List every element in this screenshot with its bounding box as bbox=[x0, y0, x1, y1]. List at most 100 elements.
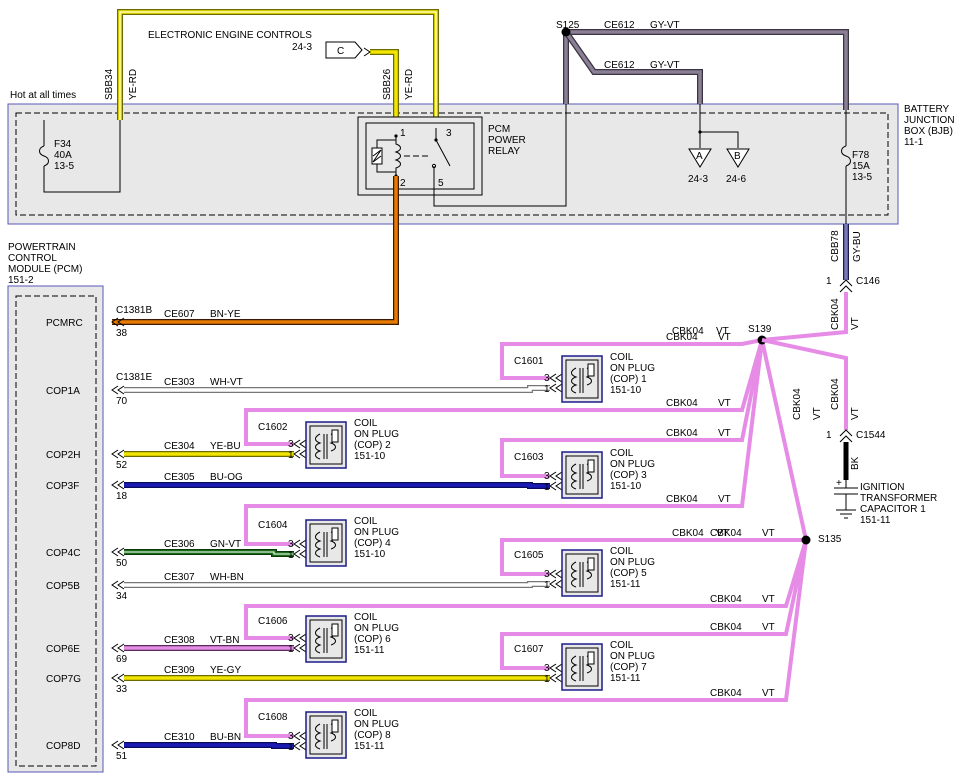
circuit-id-ce303: CE303 bbox=[164, 377, 195, 388]
pcm-pin-arrow bbox=[117, 547, 125, 557]
coil-pin-1: 1 bbox=[288, 644, 294, 655]
circuit-color-ce306: GN-VT bbox=[210, 539, 241, 550]
coil-inner-box bbox=[565, 553, 599, 593]
coil-connector-c1602: C1602 bbox=[258, 422, 288, 433]
pcm-pin-name-cop2h: COP2H bbox=[46, 450, 80, 461]
coil-plug-terminal bbox=[587, 363, 595, 377]
coil-label-line: ON PLUG bbox=[354, 527, 399, 538]
c146-pin: 1 bbox=[826, 276, 832, 287]
coil-plug-terminal bbox=[331, 719, 339, 733]
coil-label-line: (COP) 5 bbox=[610, 568, 647, 579]
coil-inner-box bbox=[565, 455, 599, 495]
coil-label-line: ON PLUG bbox=[610, 459, 655, 470]
cbk04-branch-vt: VT bbox=[762, 622, 775, 633]
sbb26-color: YE-RD bbox=[404, 69, 415, 100]
pcm-pin-name-cop1a: COP1A bbox=[46, 386, 80, 397]
coil-plug-terminal bbox=[587, 557, 595, 571]
circuit-id-ce305: CE305 bbox=[164, 472, 195, 483]
coil-inner-box bbox=[309, 523, 343, 563]
relay-label-1: PCM bbox=[488, 124, 510, 135]
cbk04-branch-label: CBK04 bbox=[666, 428, 698, 439]
pcm-box bbox=[7, 285, 104, 773]
pcm-label-1: POWERTRAIN bbox=[8, 242, 76, 253]
coil-on-plug-6 bbox=[305, 615, 347, 663]
cbk04-branch-label: CBK04 bbox=[666, 494, 698, 505]
pcm-pin-arrow bbox=[117, 480, 125, 490]
coil-connector-arrow bbox=[549, 481, 557, 491]
coil-connector-arrow bbox=[555, 471, 563, 481]
fuse-f34: F34 40A 13-5 bbox=[39, 120, 121, 193]
bjb-triangles: A B 24-3 24-6 bbox=[565, 104, 750, 206]
pcm-pin-arrow bbox=[111, 740, 119, 750]
coil-plug-terminal bbox=[331, 429, 339, 443]
ce612-b-label: CE612 bbox=[604, 60, 635, 71]
coil-label-line: COIL bbox=[354, 418, 378, 429]
pcm-pin-arrow bbox=[111, 643, 119, 653]
coil-pin-1: 1 bbox=[544, 384, 550, 395]
pcm-pin-number-cop2h: 52 bbox=[116, 460, 128, 471]
coil-primary-winding bbox=[315, 723, 322, 750]
coil-plug-terminal bbox=[587, 459, 595, 473]
coil-label-line: 151-11 bbox=[610, 579, 641, 590]
coil-connector-arrow bbox=[299, 449, 307, 459]
pcm-pin-arrow bbox=[111, 547, 119, 557]
circuit-color-ce305: BU-OG bbox=[210, 472, 243, 483]
signal-wire-core bbox=[124, 582, 550, 587]
pcm-pin-number-cop3f: 18 bbox=[116, 491, 128, 502]
coil-label-line: 151-11 bbox=[354, 741, 385, 752]
cbk04-branch-cop-2 bbox=[244, 339, 764, 446]
cbk04-branch-cop-3 bbox=[500, 339, 764, 478]
coil-box bbox=[561, 549, 603, 597]
cbk04-branch-label: CBK04 bbox=[710, 594, 742, 605]
coil-box bbox=[305, 421, 347, 469]
circuit-color-ce304: YE-BU bbox=[210, 441, 241, 452]
pcm-pin-number-cop1a: 70 bbox=[116, 396, 128, 407]
coil-core bbox=[579, 368, 584, 393]
pcm-inner-dashed bbox=[15, 295, 97, 767]
coil-core bbox=[323, 532, 328, 557]
cbk04-branch-vt: VT bbox=[718, 494, 731, 505]
coil-connector-arrow bbox=[293, 633, 301, 643]
sbb34-color: YE-RD bbox=[128, 69, 139, 100]
coil-pin-1: 1 bbox=[288, 742, 294, 753]
coil-plug-terminal bbox=[331, 527, 339, 541]
pcm-pin-number-pcmrc: 38 bbox=[116, 328, 128, 339]
cbb78-color: GY-BU bbox=[852, 231, 863, 262]
coil-connector-arrow bbox=[293, 549, 301, 559]
s135-cbk04: CBK04 bbox=[792, 388, 803, 420]
capacitor-vt: VT bbox=[850, 407, 861, 420]
coil-connector-arrow bbox=[299, 633, 307, 643]
cbk04-branch-label: CBK04 bbox=[710, 528, 742, 539]
pcm-pin-arrow bbox=[111, 673, 119, 683]
cbk04-trunk bbox=[760, 339, 808, 541]
cbk04-feed bbox=[761, 292, 848, 342]
bjb-inner-dashed bbox=[15, 112, 889, 216]
fuse-f78-rating: 15A bbox=[852, 161, 870, 172]
circuit-id-ce607: CE607 bbox=[164, 309, 195, 320]
coil-on-plug-4 bbox=[305, 519, 347, 567]
circuit-color-ce310: BU-BN bbox=[210, 732, 241, 743]
coil-label-line: COIL bbox=[354, 516, 378, 527]
hot-at-all-times: Hot at all times bbox=[10, 90, 76, 101]
fuse-f34-rating: 40A bbox=[54, 150, 72, 161]
triangle-b-ref: 24-6 bbox=[726, 174, 746, 185]
capacitor-branch: + bbox=[761, 338, 858, 519]
coil-label-line: COIL bbox=[610, 546, 634, 557]
coil-core bbox=[579, 656, 584, 681]
bjb-label-1: BATTERY bbox=[904, 104, 950, 115]
cbk04-branch-vt: VT bbox=[762, 594, 775, 605]
circuit-color-ce307: WH-BN bbox=[210, 572, 244, 583]
relay-label-2: POWER bbox=[488, 135, 526, 146]
cbk04-branch-vt: VT bbox=[718, 332, 731, 343]
fuse-f78: F78 15A 13-5 bbox=[841, 110, 872, 224]
coil-core bbox=[579, 464, 584, 489]
capacitor-label-2: TRANSFORMER bbox=[860, 493, 937, 504]
circuit-id-ce309: CE309 bbox=[164, 665, 195, 676]
coil-connector-arrow bbox=[299, 731, 307, 741]
coil-label-line: COIL bbox=[354, 612, 378, 623]
coil-primary-winding bbox=[315, 627, 322, 654]
coil-connector-arrow bbox=[555, 569, 563, 579]
signal-wire-core bbox=[124, 386, 550, 392]
